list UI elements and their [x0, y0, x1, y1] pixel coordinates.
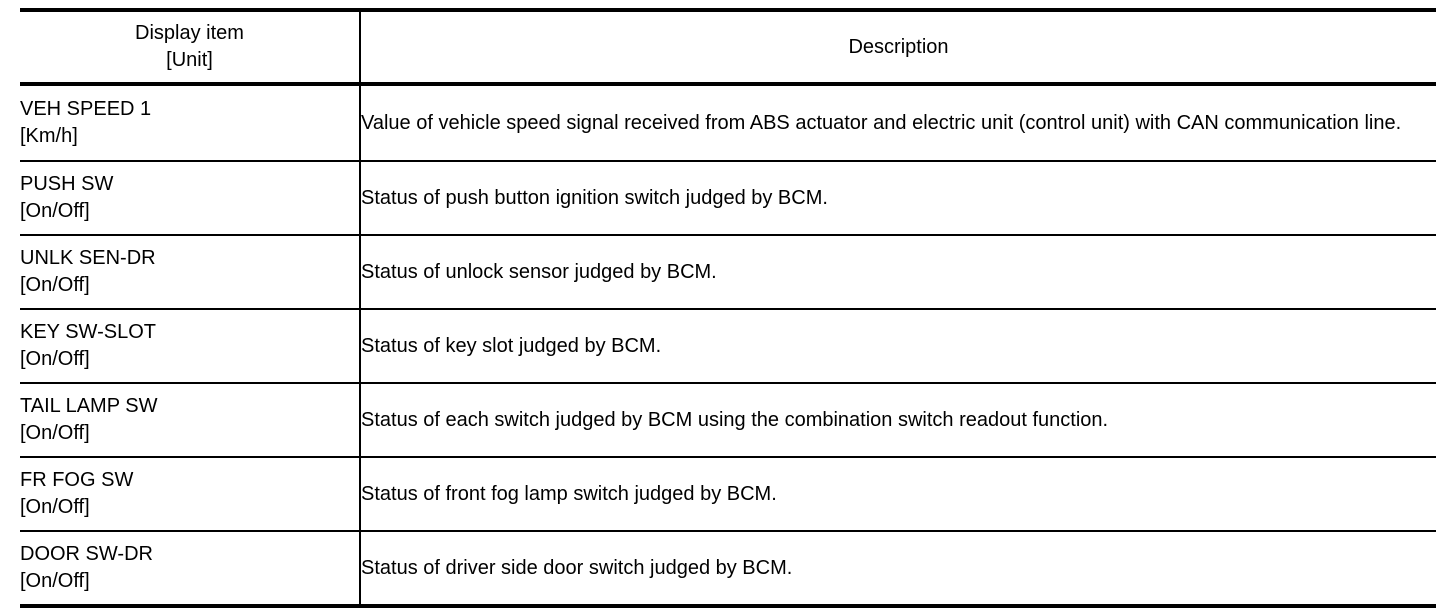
table-header-row: Display item [Unit] Description — [20, 8, 1436, 86]
display-item-unit: [On/Off] — [20, 200, 90, 222]
table-row: VEH SPEED 1 [Km/h] Value of vehicle spee… — [20, 84, 1436, 162]
display-item-cell: FR FOG SW [On/Off] — [20, 457, 361, 532]
display-item-name: UNLK SEN-DR — [20, 247, 156, 269]
display-item-unit: [On/Off] — [20, 348, 90, 370]
table-row: PUSH SW [On/Off] Status of push button i… — [20, 161, 1436, 236]
display-item-unit: [On/Off] — [20, 570, 90, 592]
description-cell: Status of front fog lamp switch judged b… — [360, 457, 1436, 532]
table-row: UNLK SEN-DR [On/Off] Status of unlock se… — [20, 235, 1436, 310]
description-cell: Status of push button ignition switch ju… — [360, 161, 1436, 236]
display-item-cell: UNLK SEN-DR [On/Off] — [20, 235, 361, 310]
display-item-name: TAIL LAMP SW — [20, 395, 158, 417]
display-item-unit: [Km/h] — [20, 125, 78, 147]
display-item-name: KEY SW-SLOT — [20, 321, 156, 343]
display-item-name: FR FOG SW — [20, 469, 134, 491]
table-row: TAIL LAMP SW [On/Off] Status of each swi… — [20, 383, 1436, 458]
table-row: KEY SW-SLOT [On/Off] Status of key slot … — [20, 309, 1436, 384]
display-item-name: VEH SPEED 1 — [20, 98, 152, 120]
display-item-unit: [On/Off] — [20, 422, 90, 444]
display-item-unit: [On/Off] — [20, 274, 90, 296]
column-header-display-item-unit: [Unit] — [166, 49, 213, 71]
table-row: DOOR SW-DR [On/Off] Status of driver sid… — [20, 531, 1436, 608]
display-item-cell: DOOR SW-DR [On/Off] — [20, 531, 361, 608]
description-cell: Status of each switch judged by BCM usin… — [360, 383, 1436, 458]
display-item-cell: TAIL LAMP SW [On/Off] — [20, 383, 361, 458]
column-header-description: Description — [360, 8, 1436, 86]
table-header: Display item [Unit] Description — [20, 8, 1436, 86]
display-item-name: PUSH SW — [20, 173, 114, 195]
column-header-display-item-line1: Display item — [135, 22, 244, 44]
column-header-display-item: Display item [Unit] — [20, 8, 361, 86]
table-row: FR FOG SW [On/Off] Status of front fog l… — [20, 457, 1436, 532]
display-item-name: DOOR SW-DR — [20, 543, 153, 565]
display-item-cell: PUSH SW [On/Off] — [20, 161, 361, 236]
display-item-cell: KEY SW-SLOT [On/Off] — [20, 309, 361, 384]
description-cell: Status of unlock sensor judged by BCM. — [360, 235, 1436, 310]
display-item-cell: VEH SPEED 1 [Km/h] — [20, 84, 361, 162]
description-cell: Status of driver side door switch judged… — [360, 531, 1436, 608]
description-cell: Value of vehicle speed signal received f… — [360, 84, 1436, 162]
display-item-unit: [On/Off] — [20, 496, 90, 518]
display-item-description-table: Display item [Unit] Description VEH SPEE… — [20, 8, 1436, 608]
description-cell: Status of key slot judged by BCM. — [360, 309, 1436, 384]
document-page: Display item [Unit] Description VEH SPEE… — [20, 8, 1436, 608]
table-body: VEH SPEED 1 [Km/h] Value of vehicle spee… — [20, 84, 1436, 608]
